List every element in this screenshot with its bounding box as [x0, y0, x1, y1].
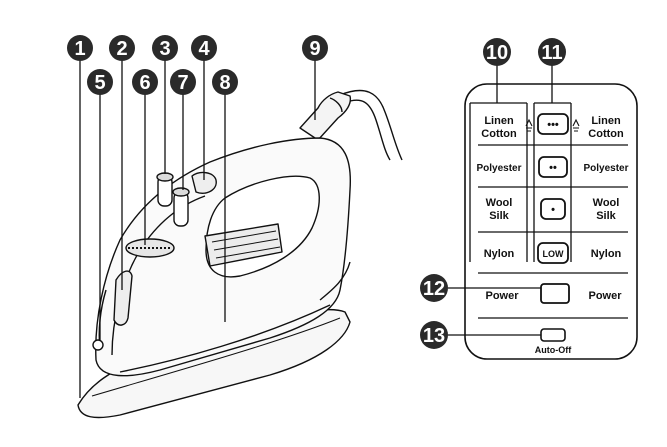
- right-label-cotton: Cotton: [588, 128, 624, 140]
- temp-button-medium-label: ••: [549, 162, 557, 174]
- callout-4-label: 4: [198, 38, 210, 60]
- steam-icon-left: [525, 118, 533, 132]
- leader-lines: [79, 60, 316, 398]
- callout-5-label: 5: [94, 72, 105, 94]
- callout-7: 7: [170, 69, 196, 95]
- panel-row-power: Power Power: [485, 283, 622, 304]
- panel-row-linen: Linen Cotton ••• Linen Cotton: [481, 113, 624, 140]
- left-label-nylon: Nylon: [484, 248, 515, 260]
- left-label-cotton: Cotton: [481, 128, 517, 140]
- left-label-linen: Linen: [484, 115, 514, 127]
- soleplate-edge: [91, 317, 341, 397]
- temp-button-low-medium[interactable]: •: [540, 198, 566, 220]
- bracket-10: [469, 64, 528, 262]
- callout-8-label: 8: [219, 72, 230, 94]
- callout-11-label: 11: [541, 42, 562, 64]
- panel-brackets: [448, 64, 572, 336]
- temp-button-low-label: LOW: [543, 249, 564, 259]
- spray-nozzle: [92, 339, 104, 351]
- callout-9-label: 9: [309, 38, 320, 60]
- steam-burst-button-top: [172, 187, 190, 197]
- callout-13: 13: [420, 321, 448, 349]
- callout-6: 6: [132, 69, 158, 95]
- left-label-polyester: Polyester: [476, 163, 521, 174]
- cord-swivel-ring: [329, 97, 343, 113]
- heel-rest: [319, 261, 351, 301]
- callout-9: 9: [302, 35, 328, 61]
- panel-row-nylon: Nylon LOW Nylon: [484, 242, 622, 264]
- right-label-polyester: Polyester: [583, 163, 628, 174]
- callout-10-label: 10: [486, 42, 508, 64]
- bracket-11: [533, 64, 572, 262]
- spray-button-top: [156, 172, 174, 182]
- callout-12-label: 12: [423, 278, 445, 300]
- steam-burst-button: [173, 191, 189, 227]
- right-label-power: Power: [588, 290, 622, 302]
- callout-3: 3: [152, 35, 178, 61]
- fill-cover: [191, 171, 217, 194]
- temp-button-low-medium-label: •: [551, 204, 555, 216]
- temp-button-low[interactable]: LOW: [537, 242, 569, 264]
- auto-off-indicator: [540, 328, 566, 342]
- callout-12: 12: [420, 274, 448, 302]
- callout-10: 10: [483, 38, 511, 66]
- power-cord-2: [343, 99, 391, 161]
- panel-separators: [478, 144, 628, 319]
- left-label-wool: Wool: [486, 197, 513, 209]
- control-panel: Linen Cotton ••• Linen Cotton Polyester …: [420, 38, 638, 360]
- callout-13-label: 13: [423, 325, 445, 347]
- callout-4: 4: [191, 35, 217, 61]
- right-label-linen: Linen: [591, 115, 621, 127]
- callout-2-label: 2: [116, 38, 127, 60]
- temp-button-high[interactable]: •••: [537, 113, 569, 135]
- callout-8: 8: [212, 69, 238, 95]
- temp-button-medium[interactable]: ••: [538, 156, 568, 178]
- callout-1: 1: [67, 35, 93, 61]
- left-label-silk: Silk: [489, 210, 509, 222]
- control-panel-frame: [464, 83, 638, 360]
- steam-iron-illustration: [77, 89, 403, 419]
- power-button[interactable]: [540, 283, 570, 304]
- callout-3-label: 3: [159, 38, 170, 60]
- panel-row-auto-off: Auto-Off: [535, 328, 572, 355]
- auto-off-label: Auto-Off: [535, 345, 572, 355]
- callout-2: 2: [109, 35, 135, 61]
- iron-callouts: 1 2 3 4 5 6 7 8: [67, 35, 328, 95]
- steam-icon-right: [572, 118, 580, 132]
- right-label-silk: Silk: [596, 210, 616, 222]
- callout-1-label: 1: [74, 38, 85, 60]
- callout-6-label: 6: [139, 72, 150, 94]
- callout-5: 5: [87, 69, 113, 95]
- callout-7-label: 7: [177, 72, 188, 94]
- callout-11: 11: [538, 38, 566, 66]
- panel-row-wool: Wool Silk • Wool Silk: [486, 197, 620, 222]
- cord-swivel: [299, 91, 352, 141]
- body-contour-lower: [119, 304, 331, 373]
- panel-row-polyester: Polyester •• Polyester: [476, 156, 629, 178]
- power-cord: [339, 89, 403, 161]
- temp-button-high-label: •••: [547, 119, 559, 131]
- right-label-nylon: Nylon: [591, 248, 622, 260]
- right-label-wool: Wool: [593, 197, 620, 209]
- left-label-power: Power: [485, 290, 519, 302]
